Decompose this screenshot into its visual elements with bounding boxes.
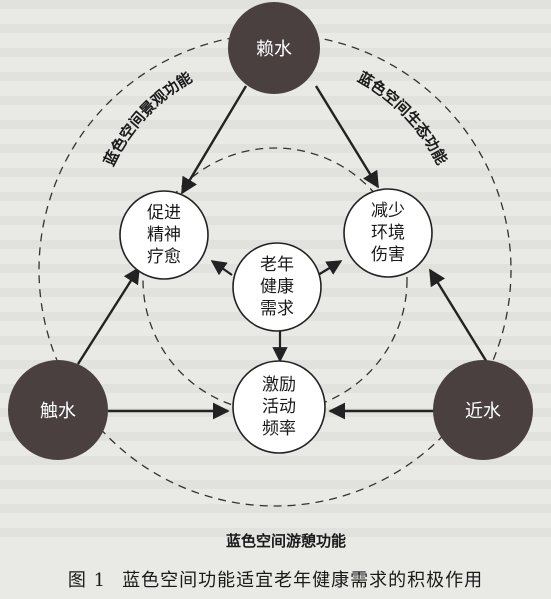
center-node-line-2: 健康 [260, 277, 294, 297]
bottom-node-line-3: 频率 [262, 419, 296, 439]
arc-right-label: 蓝色空间生态功能 [355, 68, 451, 167]
upper-right-node-line-3: 伤害 [371, 245, 405, 265]
figure-number: 图 1 [67, 570, 107, 591]
center-node [232, 242, 322, 332]
right-node [433, 360, 533, 460]
left-node [8, 360, 108, 460]
upper-left-node [119, 190, 209, 280]
arc-left-label-path: 蓝色空间景观功能 [100, 68, 195, 168]
right-node-label: 近水 [465, 401, 501, 422]
figure-caption-text: 蓝色空间功能适宜老年健康需求的积极作用 [122, 570, 484, 591]
bottom-node-line-1: 激励 [262, 375, 296, 395]
top-node [228, 2, 320, 94]
arrow-center-to-upper-right [317, 260, 343, 276]
arrow-right-to-upper-right [428, 268, 490, 365]
left-node-label: 触水 [40, 401, 76, 422]
upper-left-node-line-2: 精神 [147, 225, 181, 245]
top-node-label: 赖水 [256, 39, 292, 60]
arc-right-label-path: 蓝色空间生态功能 [355, 68, 451, 167]
figure-caption: 图 1 蓝色空间功能适宜老年健康需求的积极作用 [0, 566, 551, 592]
upper-right-node-line-2: 环境 [371, 223, 405, 243]
upper-right-node-line-1: 减少 [371, 201, 405, 221]
center-node-line-3: 需求 [260, 299, 294, 319]
arrow-center-to-upper-left [210, 260, 233, 276]
inner-dashed-ring [142, 147, 408, 413]
bottom-node-line-2: 活动 [262, 397, 296, 417]
arrow-top-to-upper-left [180, 85, 248, 195]
arc-bottom-label: 蓝色空间游憩功能 [226, 532, 346, 550]
arc-left-label: 蓝色空间景观功能 [100, 68, 195, 168]
bottom-node [232, 360, 326, 454]
center-node-line-1: 老年 [260, 255, 294, 275]
arrow-left-to-upper-left [76, 266, 141, 365]
arrow-top-to-upper-right [314, 85, 380, 189]
upper-right-node [343, 188, 433, 278]
relationship-diagram: 赖水 触水 近水 促进 精神 疗愈 减少 环境 伤害 老年 健康 需求 激励 活… [8, 2, 533, 550]
upper-left-node-line-3: 疗愈 [147, 247, 181, 267]
upper-left-node-line-1: 促进 [147, 203, 181, 223]
